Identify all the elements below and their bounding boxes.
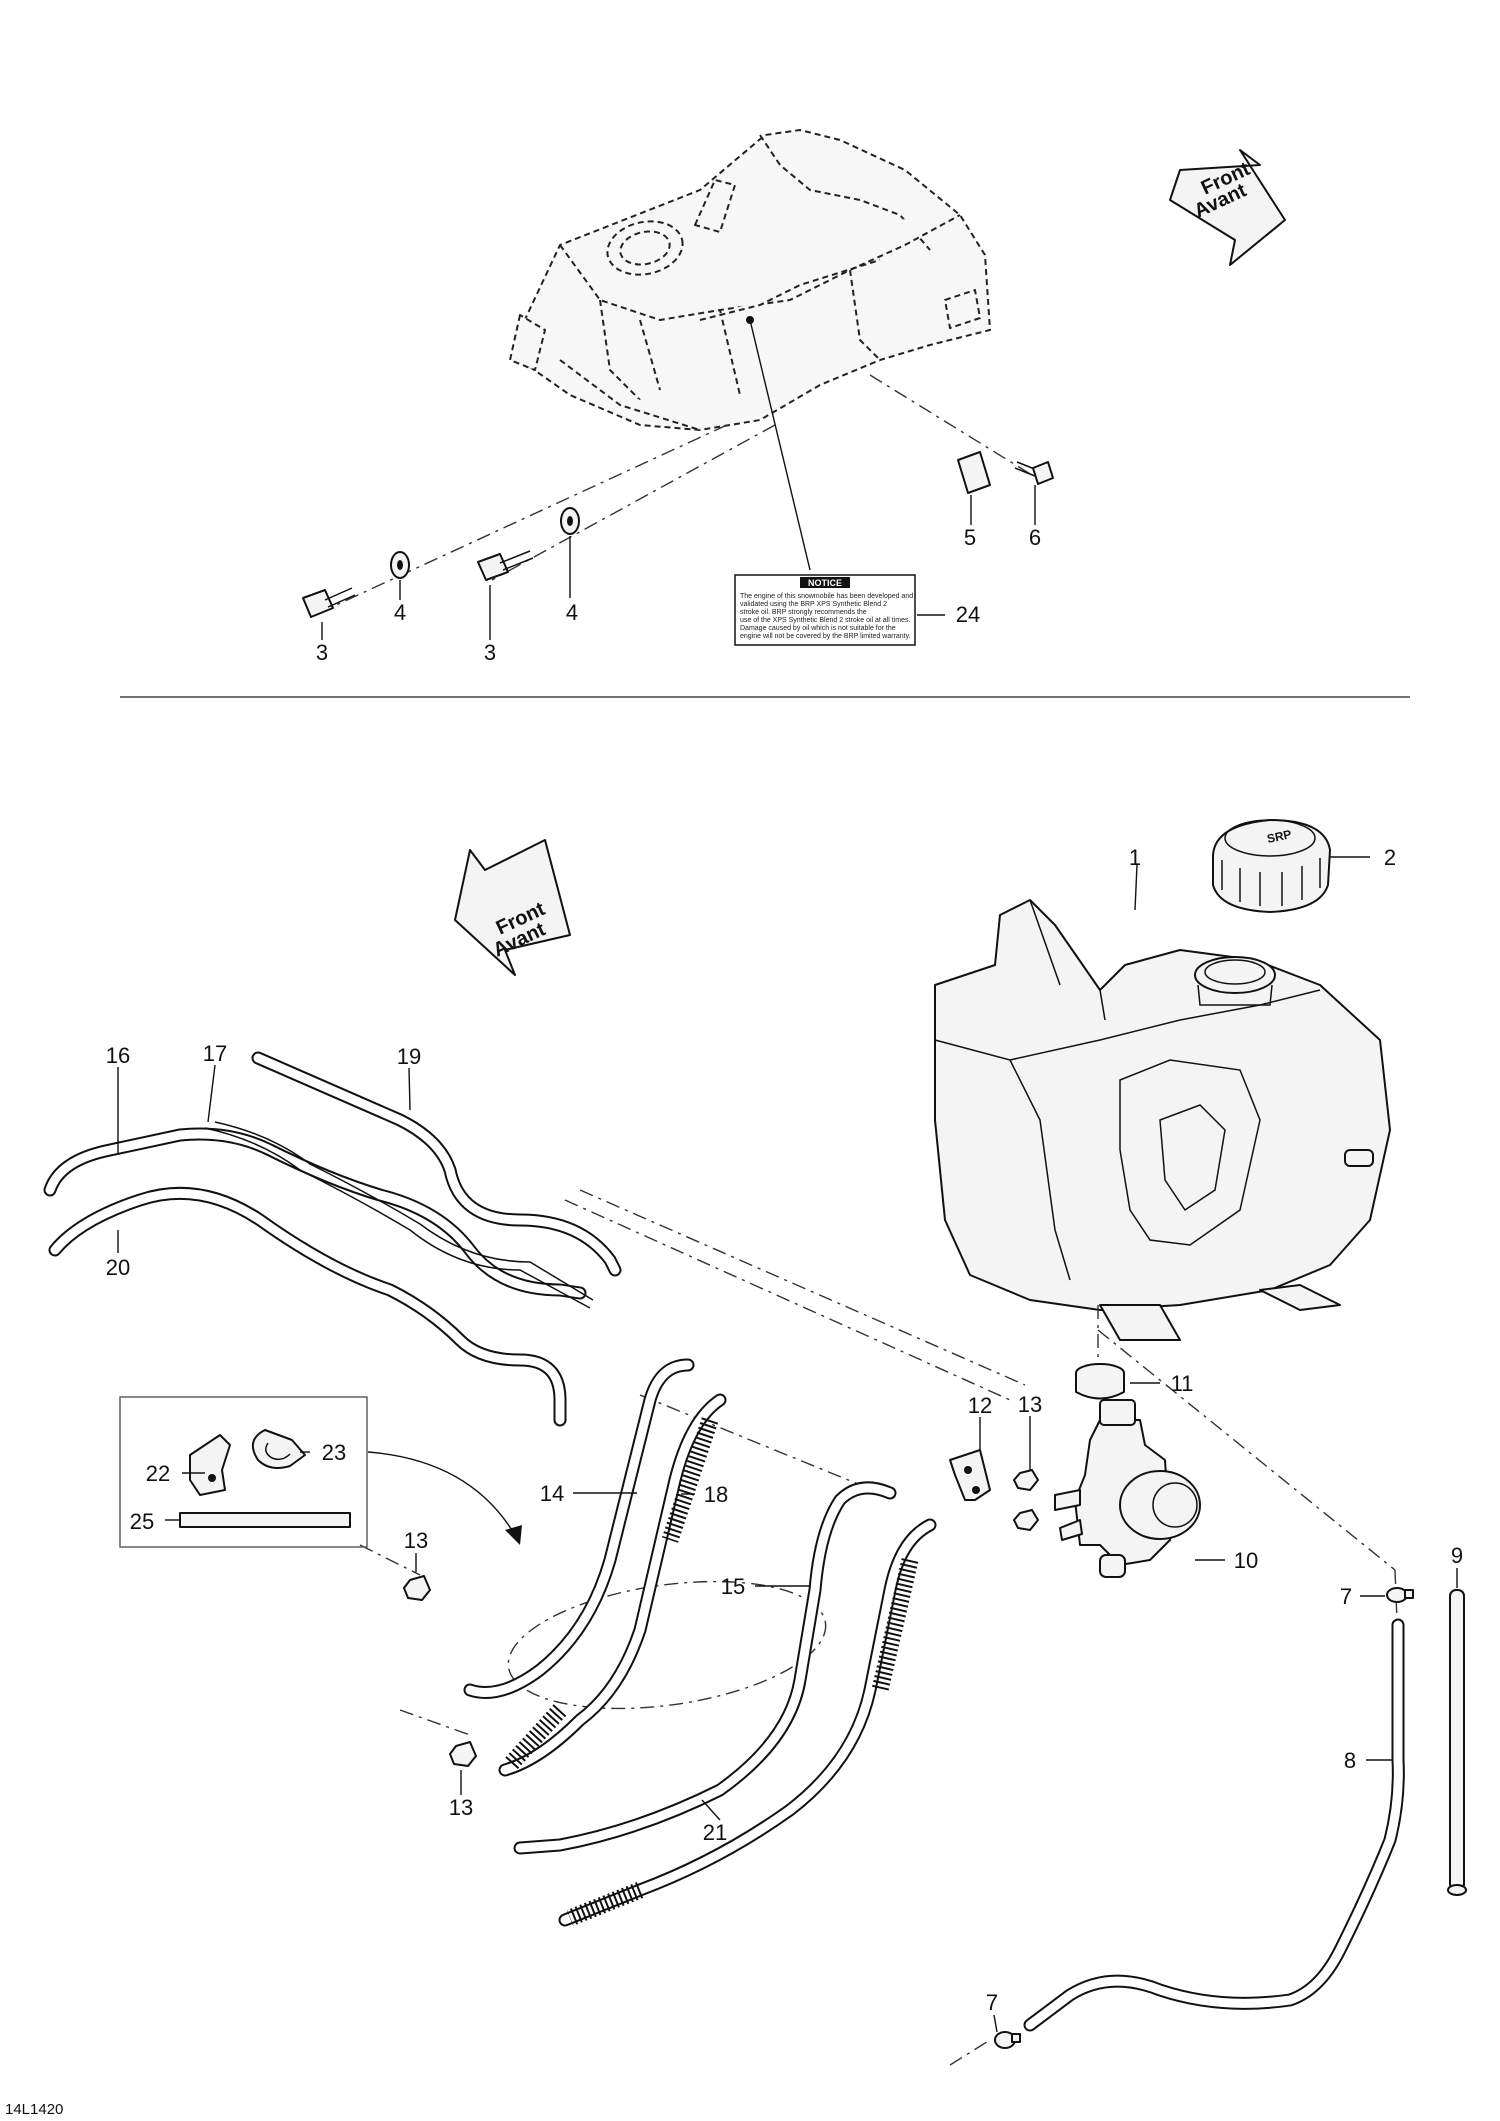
hose-icon bbox=[513, 1481, 937, 1927]
callout-19: 19 bbox=[397, 1044, 421, 1069]
callout-22: 22 bbox=[146, 1461, 170, 1486]
bolt-3-middle bbox=[477, 550, 534, 581]
bolt-3-left bbox=[302, 587, 356, 618]
front-arrow-icon: Front Avant bbox=[1169, 149, 1286, 266]
callout-13: 13 bbox=[1018, 1392, 1042, 1417]
notice-line: stroke oil. BRP strongly recommends the bbox=[740, 609, 867, 616]
callout-10: 10 bbox=[1234, 1548, 1258, 1573]
washer-4-right bbox=[560, 507, 580, 535]
front-arrow-icon: Front Avant bbox=[454, 839, 571, 976]
notice-line: Damage caused by oil which is not suitab… bbox=[740, 625, 896, 632]
notice-line: engine will not be covered by the BRP li… bbox=[740, 633, 911, 640]
screw-6 bbox=[1014, 461, 1054, 485]
notice-line: use of the XPS Synthetic Blend 2 stroke … bbox=[740, 617, 910, 624]
callout-14: 14 bbox=[540, 1481, 564, 1506]
callout-13: 13 bbox=[449, 1795, 473, 1820]
notice-heading: NOTICE bbox=[808, 578, 842, 588]
hose-icon bbox=[463, 1358, 727, 1777]
figure-code: 14L1420 bbox=[5, 2101, 63, 2118]
callout-21: 21 bbox=[703, 1820, 727, 1845]
oil-tank-icon bbox=[934, 899, 1391, 1341]
callout-4: 4 bbox=[394, 600, 406, 625]
callout-labels: 3 4 3 4 5 6 24 1 2 16 17 19 20 12 13 11 … bbox=[106, 525, 1463, 2015]
nut-13-left bbox=[403, 1575, 431, 1601]
callout-8: 8 bbox=[1344, 1748, 1356, 1773]
hose-icon bbox=[43, 1051, 622, 1427]
notice-decal: NOTICE The engine of this snowmobile has… bbox=[734, 574, 916, 646]
callout-9: 9 bbox=[1451, 1543, 1463, 1568]
svg-text:SRP: SRP bbox=[1266, 827, 1293, 846]
callout-23: 23 bbox=[322, 1440, 346, 1465]
callout-3: 3 bbox=[316, 640, 328, 665]
tank-cap-icon: SRP bbox=[1212, 819, 1331, 913]
nut-13 bbox=[1013, 1469, 1039, 1531]
oil-tank-assembly-top bbox=[509, 129, 991, 431]
bracket-12 bbox=[949, 1449, 991, 1501]
callout-5: 5 bbox=[964, 525, 976, 550]
notice-line: validated using the BRP XPS Synthetic Bl… bbox=[740, 601, 887, 608]
callout-7: 7 bbox=[1340, 1584, 1352, 1609]
callout-16: 16 bbox=[106, 1043, 130, 1068]
callout-18: 18 bbox=[704, 1482, 728, 1507]
clamp-icon bbox=[1386, 1587, 1414, 1603]
oil-pump-icon bbox=[1054, 1399, 1201, 1578]
callout-15: 15 bbox=[721, 1574, 745, 1599]
callout-24: 24 bbox=[956, 602, 980, 627]
callout-20: 20 bbox=[106, 1255, 130, 1280]
hose-icon bbox=[1023, 1618, 1405, 2032]
clamp-icon bbox=[994, 2031, 1021, 2049]
callout-3: 3 bbox=[484, 640, 496, 665]
washer-4-left bbox=[390, 551, 410, 579]
callout-2: 2 bbox=[1384, 845, 1396, 870]
callout-7: 7 bbox=[986, 1990, 998, 2015]
plate-5 bbox=[957, 451, 991, 494]
callout-12: 12 bbox=[968, 1393, 992, 1418]
callout-6: 6 bbox=[1029, 525, 1041, 550]
nut-13-bottom bbox=[449, 1741, 477, 1767]
callout-11: 11 bbox=[1171, 1371, 1194, 1396]
clamp-icon bbox=[1075, 1363, 1125, 1400]
hose-icon bbox=[1447, 1589, 1467, 1896]
inset-box bbox=[119, 1396, 368, 1548]
callout-13: 13 bbox=[404, 1528, 428, 1553]
callout-4: 4 bbox=[566, 600, 578, 625]
notice-line: The engine of this snowmobile has been d… bbox=[740, 593, 913, 600]
callout-17: 17 bbox=[203, 1041, 227, 1066]
callout-25: 25 bbox=[130, 1509, 154, 1534]
callout-1: 1 bbox=[1129, 845, 1141, 870]
